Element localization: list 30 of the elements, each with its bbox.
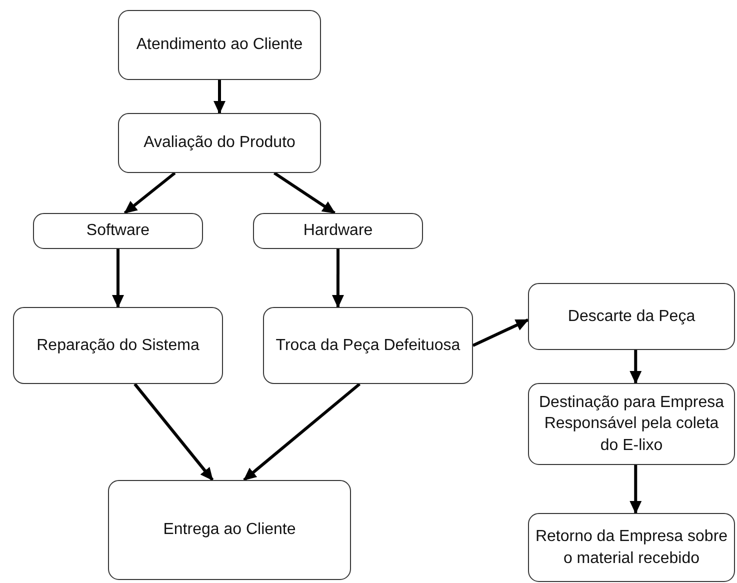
box-label: Avaliação do Produto [144, 133, 296, 154]
arrow [214, 80, 226, 114]
box-label: Software [86, 221, 150, 242]
arrow [472, 318, 529, 347]
process-box [263, 307, 473, 384]
process-box [528, 383, 735, 465]
box-label: Troca da Peça Defeituosa [276, 336, 460, 356]
box-label: Reparação do Sistema [36, 336, 200, 356]
arrow [630, 350, 642, 384]
box-label: Descarte da Peça [568, 306, 696, 327]
box-label: Destinação para Empresa Responsável pela coleta do E-lixo [538, 392, 725, 456]
box-label: Hardware [303, 221, 373, 242]
process-box [13, 307, 223, 384]
box-label: Retorno da Empresa sobre o material recebido [535, 526, 728, 568]
arrow [243, 382, 361, 482]
process-box [108, 480, 351, 580]
process-box [528, 513, 735, 582]
arrow [630, 465, 642, 514]
process-box [253, 213, 423, 249]
box-label: Atendimento ao Cliente [136, 35, 303, 56]
process-box [33, 213, 203, 249]
process-box [118, 113, 321, 173]
process-box [528, 283, 735, 350]
process-box [118, 10, 321, 80]
arrow [112, 249, 124, 308]
box-label: Entrega ao Cliente [163, 520, 296, 540]
arrow [134, 383, 214, 481]
arrow [273, 172, 336, 214]
arrow [124, 172, 176, 214]
arrow [332, 249, 344, 308]
